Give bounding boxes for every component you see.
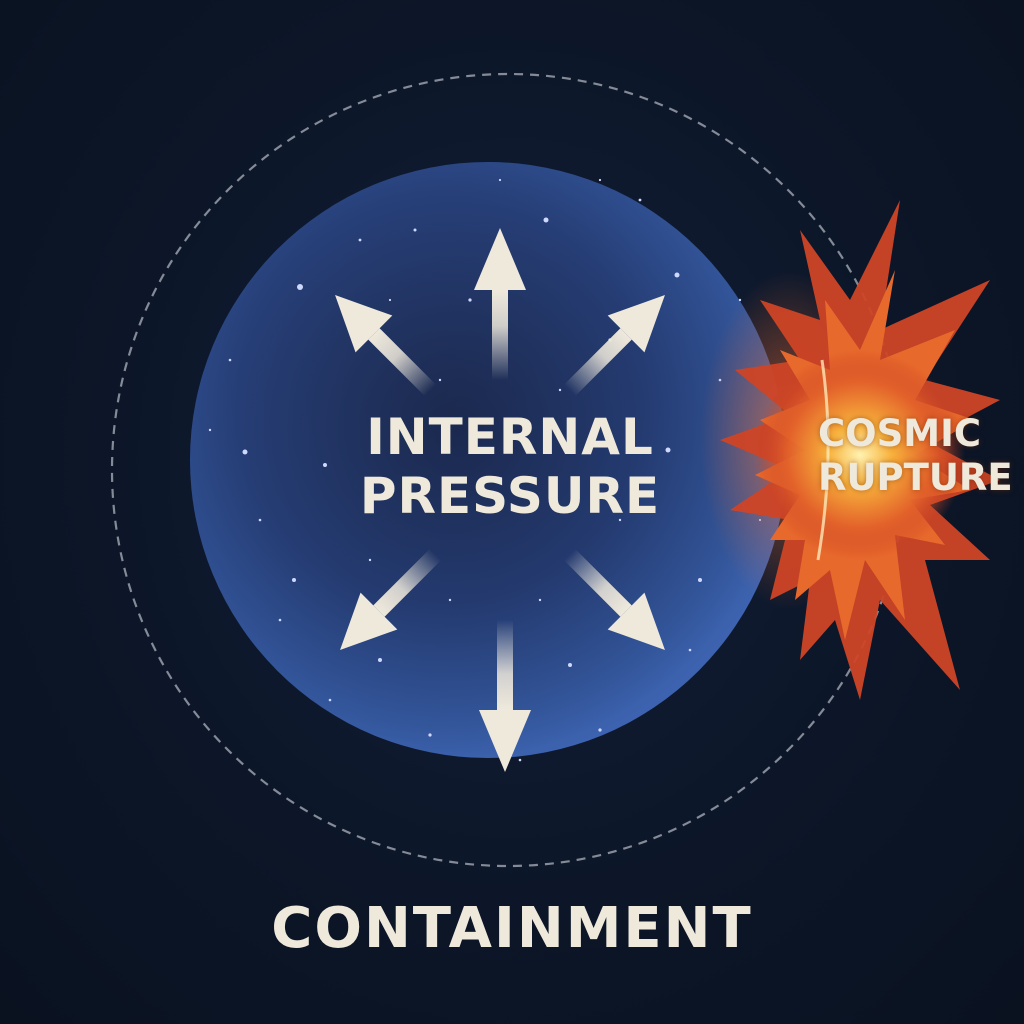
- star-icon: [638, 198, 642, 202]
- cosmic-rupture-line-2: RUPTURE: [818, 455, 1013, 499]
- star-icon: [428, 733, 432, 737]
- star-icon: [208, 428, 212, 432]
- star-icon: [674, 272, 680, 278]
- star-icon: [323, 463, 327, 467]
- star-icon: [518, 758, 522, 762]
- star-icon: [378, 658, 382, 662]
- star-icon: [543, 217, 549, 223]
- cosmic-rupture-line-1: COSMIC: [818, 412, 981, 455]
- star-icon: [242, 449, 248, 455]
- cosmic-rupture-label: COSMIC RUPTURE: [818, 412, 1018, 499]
- star-icon: [297, 284, 303, 290]
- star-icon: [688, 648, 692, 652]
- pressure-arrow-icon: [340, 548, 442, 650]
- internal-pressure-label: INTERNAL PRESSURE: [330, 408, 690, 526]
- internal-pressure-line-1: INTERNAL: [366, 408, 654, 466]
- star-icon: [538, 598, 542, 602]
- star-icon: [598, 728, 602, 732]
- star-icon: [278, 618, 282, 622]
- containment-label: CONTAINMENT: [271, 896, 753, 961]
- star-icon: [498, 178, 502, 182]
- star-icon: [665, 447, 671, 453]
- pressure-arrow-icon: [474, 228, 526, 380]
- pressure-arrows: [335, 228, 665, 772]
- star-icon: [558, 388, 562, 392]
- rupture-burst-icon: [720, 200, 1000, 700]
- star-icon: [368, 558, 372, 562]
- star-icon: [618, 518, 622, 522]
- star-icon: [438, 378, 442, 382]
- pressure-arrow-icon: [335, 295, 437, 397]
- star-icon: [358, 238, 362, 242]
- internal-pressure-line-2: PRESSURE: [359, 467, 661, 525]
- star-icon: [413, 228, 417, 232]
- star-icon: [698, 578, 702, 582]
- star-icon: [388, 298, 392, 302]
- pressure-arrow-icon: [563, 295, 665, 397]
- star-field: [208, 178, 762, 762]
- star-icon: [448, 598, 452, 602]
- pressure-arrow-icon: [479, 620, 531, 772]
- star-icon: [292, 578, 296, 582]
- star-icon: [568, 663, 572, 667]
- star-icon: [228, 358, 232, 362]
- pressure-arrow-icon: [563, 548, 665, 650]
- star-icon: [328, 698, 332, 702]
- star-icon: [468, 298, 472, 302]
- star-icon: [258, 518, 262, 522]
- star-icon: [598, 178, 602, 182]
